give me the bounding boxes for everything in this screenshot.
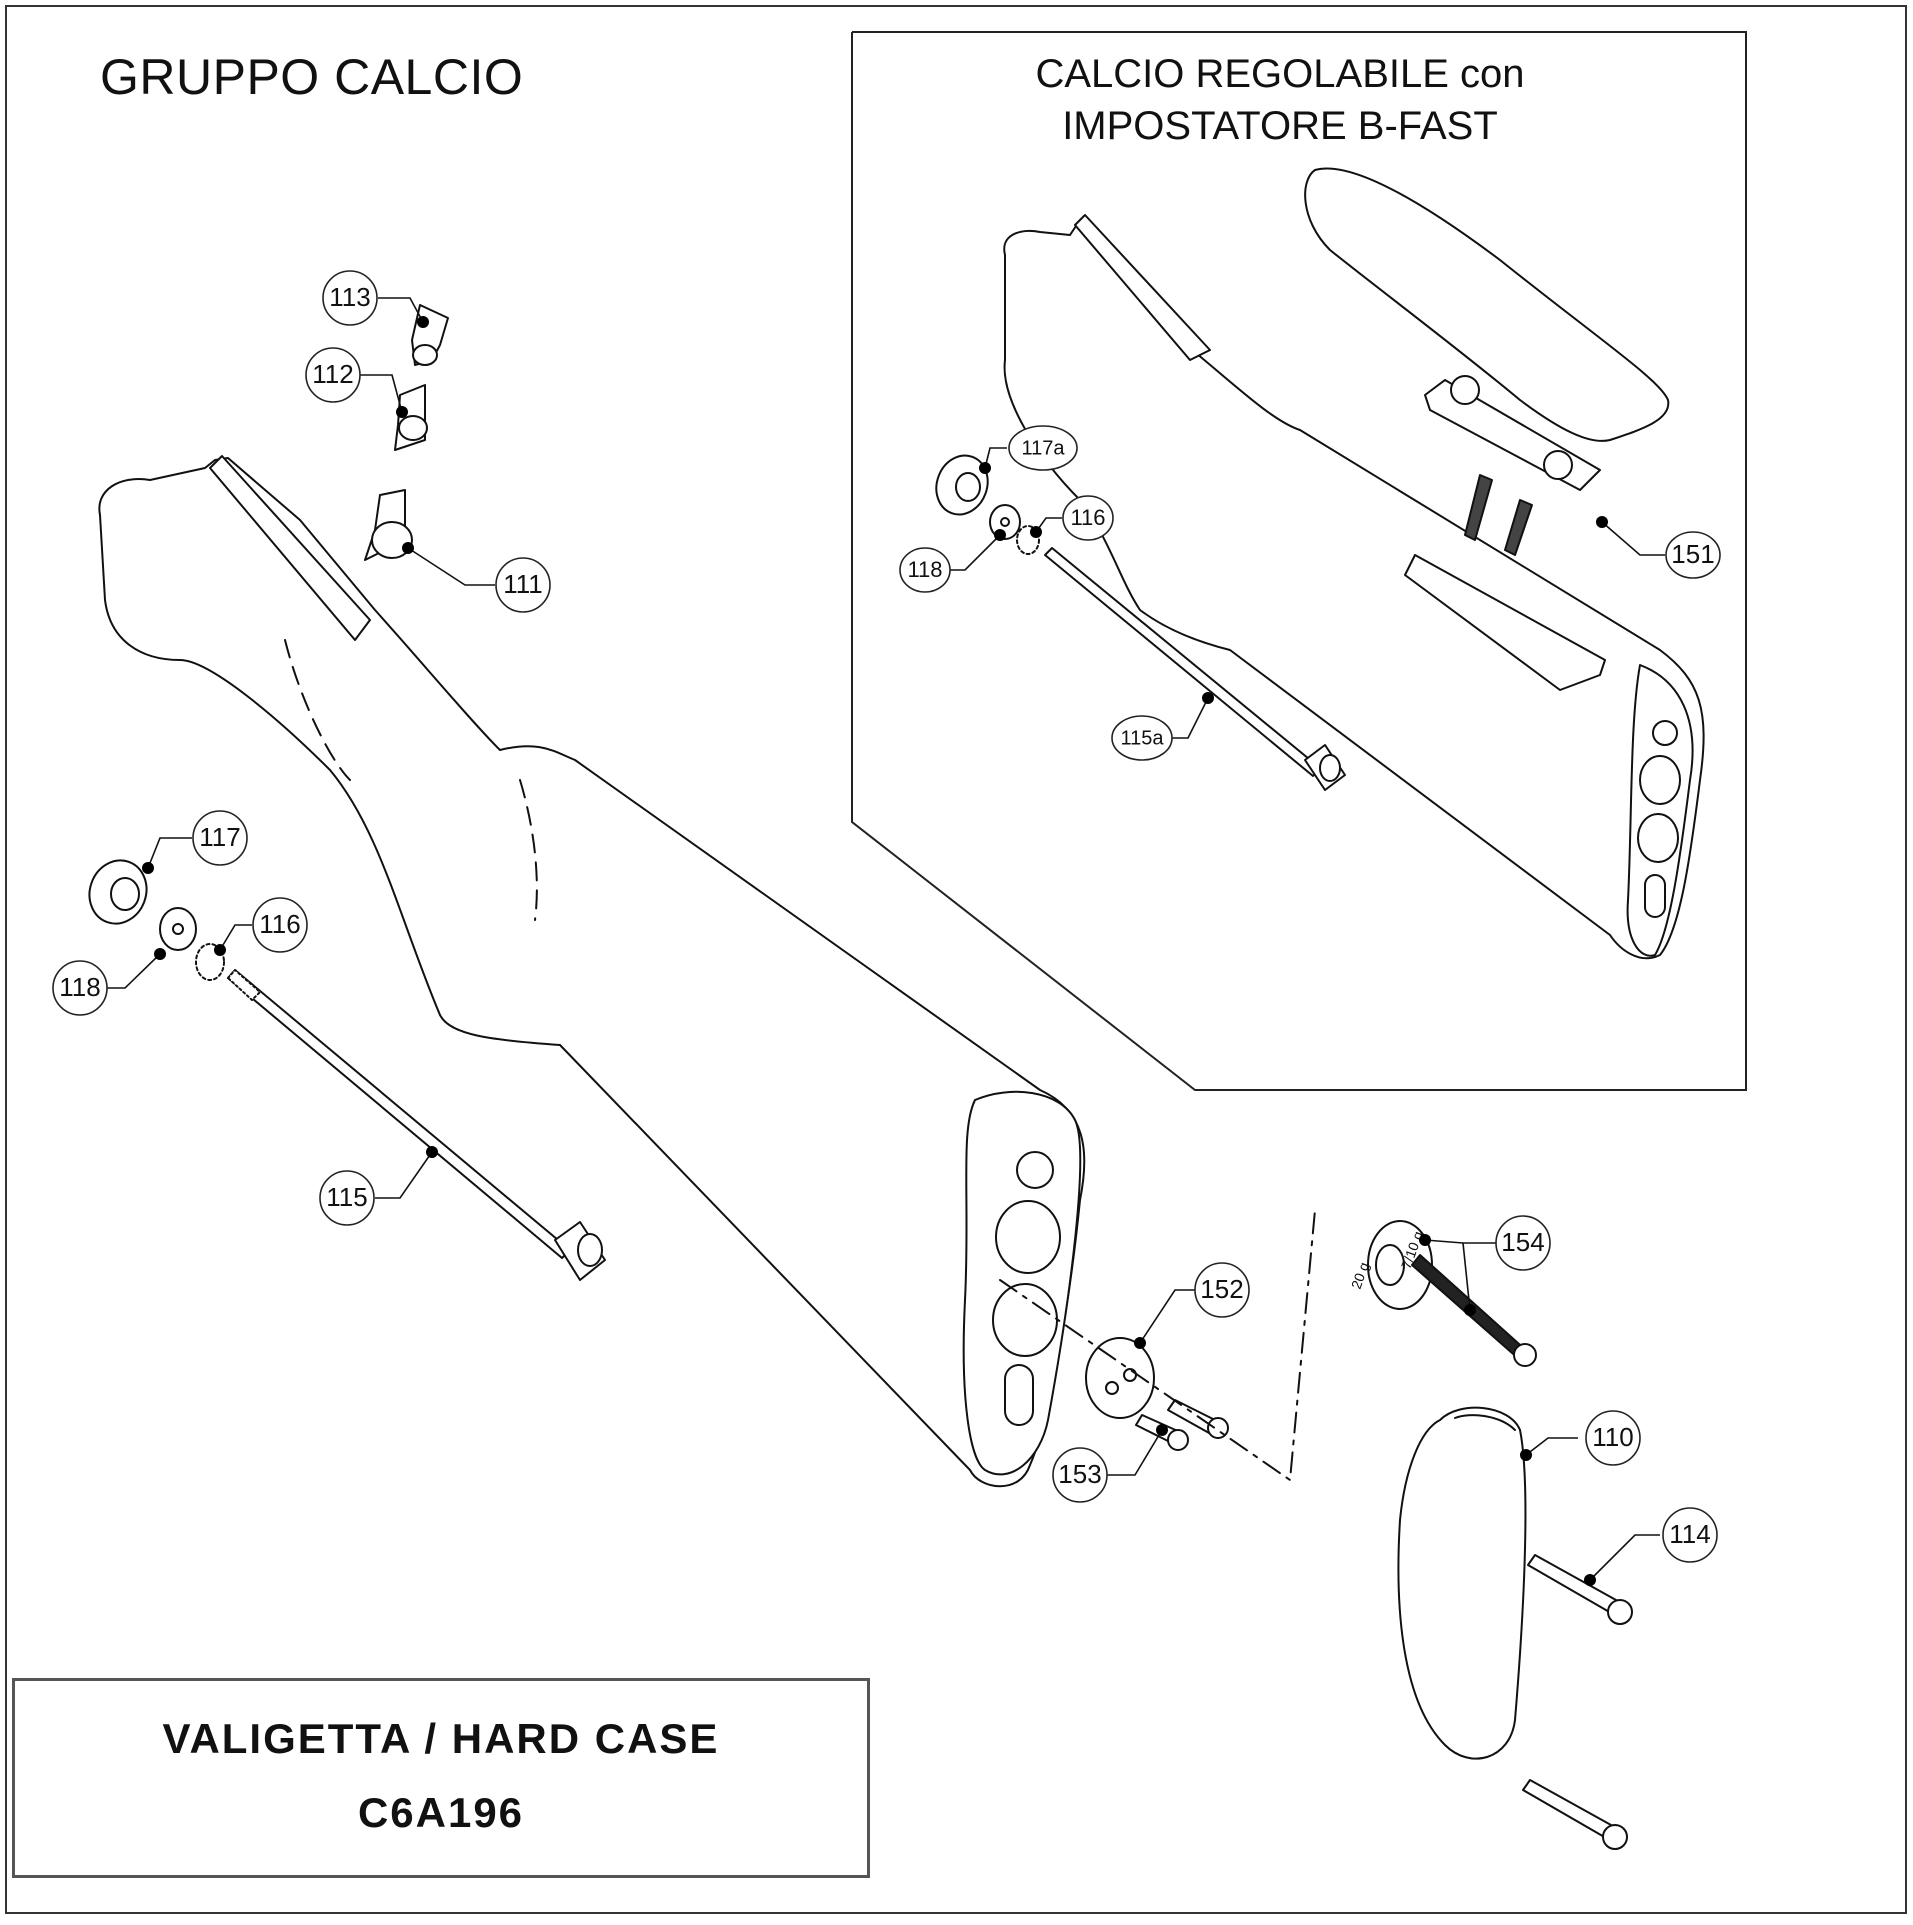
inset-stock [1003, 219, 1705, 960]
inset-comb-slot [1404, 554, 1606, 691]
callout-label-118: 118 [59, 972, 100, 1002]
inset-comb-rail [1074, 214, 1211, 361]
stock-butt-face [962, 1090, 1082, 1476]
callout-circle-115 [319, 1170, 375, 1226]
hard-case-label: VALIGETTA / HARD CASE [162, 1715, 720, 1762]
callout-circle-117a [1008, 425, 1078, 471]
callout-label-154: 154 [1501, 1227, 1544, 1257]
page-frame [5, 5, 1907, 1914]
callout-label-115: 115 [326, 1182, 367, 1212]
callout-circle-116 [252, 897, 308, 953]
page-title: GRUPPO CALCIO [100, 49, 524, 105]
callout-circle-112 [305, 347, 361, 403]
callout-label-117: 117 [199, 822, 240, 852]
part-110-buttpad [1397, 1406, 1527, 1760]
inset-frame [851, 31, 1747, 1091]
stock-comb-rail [209, 455, 371, 641]
callout-label-117a: 117a [1021, 437, 1065, 459]
callout-circle-111 [495, 557, 551, 613]
callout-label-151: 151 [1671, 539, 1714, 569]
callout-circle-154 [1495, 1215, 1551, 1271]
callout-circle-114 [1662, 1507, 1718, 1563]
butt-hole-1 [1016, 1151, 1054, 1189]
callout-label-110: 110 [1592, 1422, 1633, 1452]
callout-circle-117 [192, 810, 248, 866]
callout-circle-118b [899, 547, 951, 593]
leader-dots [142, 316, 1608, 1586]
callout-circle-151 [1665, 531, 1721, 579]
butt-slot [1004, 1364, 1034, 1426]
callout-circle-113 [322, 270, 378, 326]
callout-label-152: 152 [1200, 1274, 1243, 1304]
inset-title: CALCIO REGOLABILE con IMPOSTATORE B-FAST [860, 48, 1700, 152]
inset-title-line2: IMPOSTATORE B-FAST [1062, 104, 1498, 148]
callout-circle-110 [1585, 1410, 1641, 1466]
callout-circle-116b [1062, 495, 1114, 541]
part-152-spacer [1085, 1337, 1155, 1419]
hard-case-code: C6A196 [357, 1789, 525, 1836]
callout-circle-115a [1111, 715, 1173, 761]
hard-case-box: VALIGETTA / HARD CASE C6A196 [12, 1678, 870, 1878]
butt-hole-2 [995, 1200, 1061, 1274]
assembly-axis-line [999, 1209, 1316, 1481]
callout-circle-118 [52, 960, 108, 1016]
callout-label-118b: 118 [907, 557, 942, 582]
callout-bubbles [52, 270, 1721, 1563]
callout-label-111: 111 [503, 569, 543, 599]
inset-cheek-piece [1304, 167, 1670, 442]
callout-label-112: 112 [312, 359, 353, 389]
callout-label-116b: 116 [1070, 505, 1105, 530]
callout-label-113: 113 [329, 282, 370, 312]
callout-circle-153 [1052, 1447, 1108, 1503]
callout-circle-152 [1194, 1262, 1250, 1318]
leader-lines [107, 297, 1665, 1581]
callout-label-115a: 115a [1120, 727, 1164, 749]
butt-hole-3 [992, 1283, 1058, 1357]
callout-label-114: 114 [1669, 1519, 1710, 1549]
callout-label-116: 116 [259, 909, 300, 939]
callout-label-153: 153 [1058, 1459, 1101, 1489]
main-stock [98, 457, 1086, 1488]
inset-title-line1: CALCIO REGOLABILE con [1035, 52, 1525, 96]
